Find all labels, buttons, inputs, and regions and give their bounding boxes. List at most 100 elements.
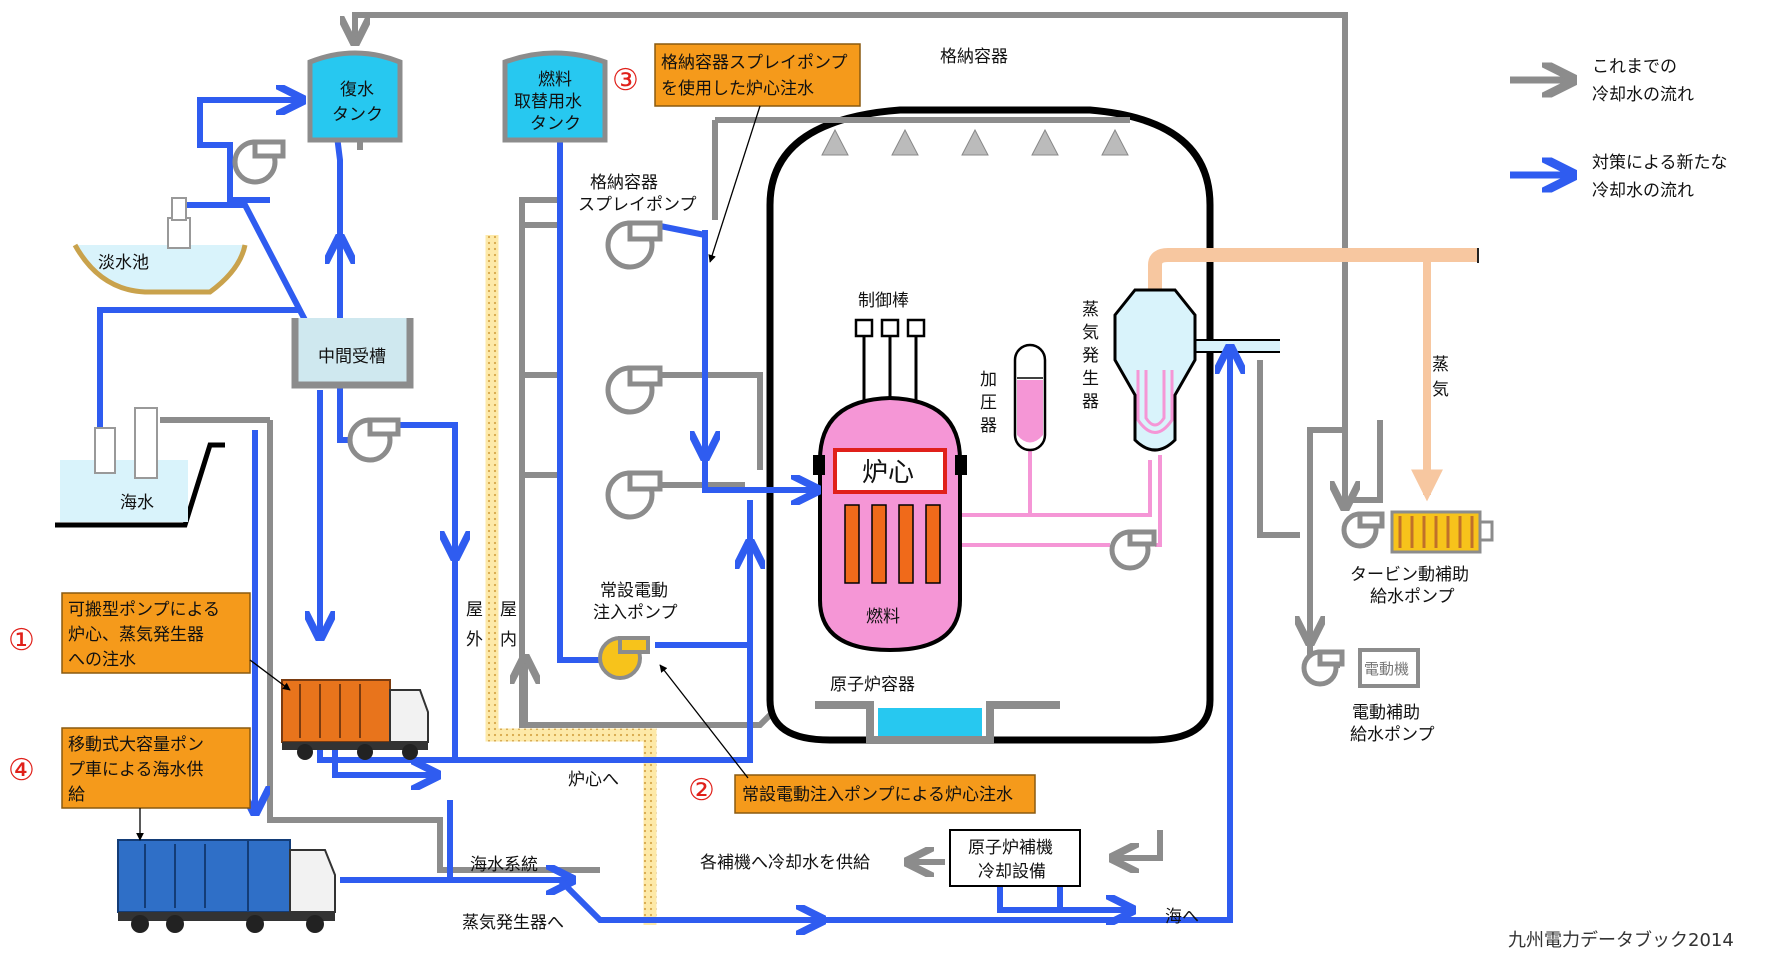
truck-cab bbox=[289, 849, 336, 913]
pump-icon bbox=[232, 139, 286, 185]
seawater-pump-icon bbox=[94, 427, 116, 474]
condensate-tank-label-1: 復水 bbox=[340, 80, 374, 100]
aux-cooling-box bbox=[949, 829, 1081, 887]
motor-pump-label-2: 給水ポンプ bbox=[1350, 725, 1435, 745]
control-rod-drive bbox=[854, 318, 874, 338]
hot-leg bbox=[955, 460, 1152, 517]
callout-4-line2: プ車による海水供 bbox=[68, 760, 204, 780]
condensate-tank: 復水 タンク bbox=[307, 50, 403, 143]
control-rod-drive bbox=[880, 318, 900, 338]
spray-pump-label-2: スプレイポンプ bbox=[578, 195, 697, 215]
callout-4-line1: 移動式大容量ポン bbox=[68, 735, 204, 755]
steam-label-1: 蒸 bbox=[1432, 355, 1449, 375]
aux-cooling-label-2: 冷却設備 bbox=[978, 862, 1046, 882]
pump-icon bbox=[1109, 529, 1157, 571]
callout-3-number: ③ bbox=[612, 63, 639, 98]
legend-blue-line2: 冷却水の流れ bbox=[1592, 181, 1694, 201]
callout-4: ④ 移動式大容量ポン プ車による海水供 給 bbox=[8, 727, 251, 841]
seawater-system-label: 海水系統 bbox=[470, 855, 538, 875]
spray-nozzle-icon bbox=[891, 128, 919, 156]
condensate-tank-label-2: タンク bbox=[332, 105, 383, 125]
reactor-vessel: 制御棒 炉心 燃料 bbox=[813, 291, 967, 653]
truck-wheel bbox=[131, 915, 149, 933]
fuel-rod bbox=[844, 504, 860, 584]
outdoor-label-2: 外 bbox=[466, 630, 483, 650]
turbine-pump-label-1: タービン動補助 bbox=[1350, 565, 1469, 585]
blue-pond-to-intermediate bbox=[175, 202, 308, 322]
blue-pump-down-arrow bbox=[395, 422, 455, 555]
spray-pump-label-1: 格納容器 bbox=[590, 173, 658, 193]
containment-label: 格納容器 bbox=[940, 47, 1008, 67]
indoor-label-1: 屋 bbox=[500, 600, 517, 620]
truck-wheel bbox=[357, 744, 373, 760]
spray-nozzle-icon bbox=[1101, 128, 1129, 156]
legend-gray-line1: これまでの bbox=[1592, 57, 1677, 77]
to-sea-label: 海へ bbox=[1165, 907, 1199, 927]
boundary-dotted-line bbox=[485, 235, 657, 925]
fuel-label: 燃料 bbox=[866, 607, 900, 627]
main-steam-line bbox=[1148, 248, 1478, 290]
sump-water bbox=[878, 708, 982, 736]
gray-feedwater-return bbox=[1257, 360, 1300, 538]
seawater-shore bbox=[55, 442, 225, 528]
turbine-pump: タービン動補助 給水ポンプ bbox=[1350, 510, 1494, 607]
sg-outlet-leg bbox=[1155, 455, 1162, 547]
charging-pump-label-1: 常設電動 bbox=[600, 581, 668, 601]
motor-pump-icon bbox=[1301, 649, 1345, 687]
reactor-vessel-label: 原子炉容器 bbox=[830, 675, 915, 695]
callout-1: ① 可搬型ポンプによる 炉心、蒸気発生器 への注水 bbox=[8, 592, 291, 691]
callout-1-box bbox=[61, 592, 251, 674]
pressurizer-label-3: 器 bbox=[980, 416, 997, 436]
truck-wheel bbox=[297, 744, 313, 760]
truck-container bbox=[281, 679, 391, 743]
callout-2-box bbox=[734, 774, 1036, 814]
callout-3-line2: を使用した炉心注水 bbox=[661, 78, 814, 99]
seawater-pump-icon bbox=[134, 407, 158, 479]
callout-4-box bbox=[61, 727, 251, 809]
pond-pump-icon bbox=[167, 217, 191, 249]
outdoor-indoor-boundary: 屋 外 屋 内 bbox=[466, 235, 657, 925]
fuel-water-tank-body bbox=[502, 50, 608, 143]
turbine-pump-icon bbox=[1341, 511, 1385, 549]
containment-sump bbox=[815, 701, 1060, 744]
control-rod-drive bbox=[906, 318, 926, 338]
callout-1-line3: への注水 bbox=[68, 650, 136, 670]
core-box bbox=[833, 448, 947, 494]
aux-cooling-equipment: 原子炉補機 冷却設備 各補機へ冷却水を供給 海へ bbox=[700, 829, 1199, 927]
source-credit: 九州電力データブック2014 bbox=[1508, 929, 1734, 951]
intermediate-tank: 中間受槽 bbox=[291, 318, 414, 389]
steam-generator: 蒸 気 発 生 器 bbox=[1082, 288, 1197, 452]
freshwater-pond-label: 淡水池 bbox=[98, 253, 149, 273]
vessel-nozzle-right bbox=[955, 455, 967, 475]
pressurizer-water bbox=[1017, 380, 1043, 443]
fuel-water-tank: 燃料 取替用水 タンク bbox=[502, 50, 608, 143]
motor-pump-label-1: 電動補助 bbox=[1352, 703, 1420, 723]
intermediate-tank-label: 中間受槽 bbox=[318, 347, 386, 367]
spray-nozzle-icon bbox=[961, 128, 989, 156]
pressurizer-label-1: 加 bbox=[980, 370, 997, 390]
callout-3-line1: 格納容器スプレイポンプ bbox=[661, 53, 848, 73]
truck-cab bbox=[389, 689, 429, 743]
seawater-basin: 海水 bbox=[55, 407, 225, 528]
motor-box bbox=[1358, 648, 1420, 688]
blue-spray-pump-out bbox=[654, 222, 706, 238]
spray-pump-icon bbox=[605, 365, 663, 415]
truck-wheel bbox=[166, 915, 184, 933]
sg-tube-inner bbox=[1144, 370, 1166, 427]
blue-truck1-arrow-1 bbox=[332, 745, 435, 775]
callout-3: ③ 格納容器スプレイポンプ を使用した炉心注水 bbox=[612, 43, 861, 263]
callout-1-line1: 可搬型ポンプによる bbox=[68, 600, 220, 620]
sg-label-2: 気 bbox=[1082, 323, 1099, 343]
fuel-rod bbox=[898, 504, 914, 584]
gray-aux-return-arrow bbox=[1115, 830, 1163, 858]
steam-generator-shell bbox=[1113, 288, 1197, 452]
sg-label-4: 生 bbox=[1082, 369, 1099, 389]
control-rods-label: 制御棒 bbox=[858, 291, 909, 311]
pumps bbox=[232, 139, 1385, 687]
pump-icon bbox=[347, 417, 401, 463]
truck-wheel bbox=[402, 744, 418, 760]
fuel-water-tank-label-1: 燃料 bbox=[538, 70, 572, 90]
sg-label-5: 器 bbox=[1082, 392, 1099, 412]
motor-label: 電動機 bbox=[1364, 660, 1409, 678]
